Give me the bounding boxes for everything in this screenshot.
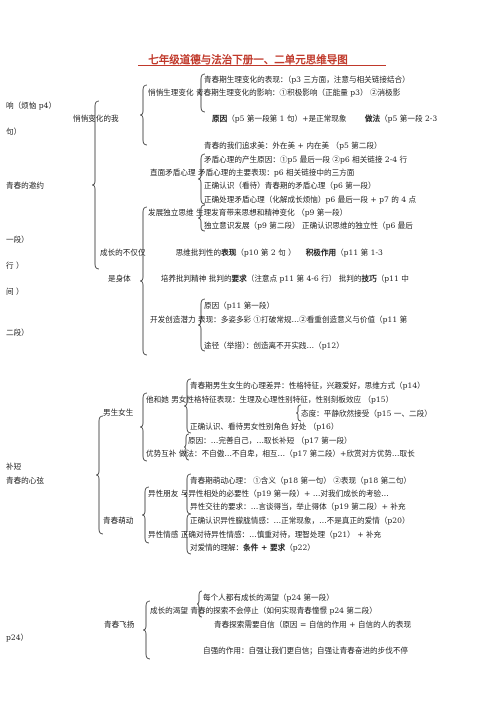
unit2-line-5: 原因：…完善自己，…取长补短 （p17 第一段） — [188, 436, 352, 445]
unit1-line-1: 青春期生理变化的表现：（p3 三方面，注意与相关链接结合） — [204, 75, 410, 84]
unit3-line-5: p24） — [6, 633, 29, 642]
unit1-line-6: 青春的我们追求美：外在美 + 内在美 （p5 第二段） — [204, 141, 382, 150]
brace-gender-roles — [296, 404, 302, 422]
unit1-line-16: 是身体培养批判精神 批判的要求（注意点 p11 第 4-6 行） 批判的技巧（p… — [108, 274, 409, 283]
unit2-line-7: 补短 — [6, 462, 22, 471]
unit2-line-4: 正确认识、看待男女性别角色 好处 （p16） — [190, 422, 339, 431]
unit1-line-12: 独立意识发展（p9 第二段） 正确认识思维的独立性（p6 最后 — [204, 221, 413, 230]
unit1-line-5: 句） — [6, 127, 22, 136]
unit1-line-20: 二段） — [6, 328, 29, 337]
unit2-node-heartstrings: 青春的心弦 — [6, 476, 44, 485]
unit2-line-2: 他和她 男女性格特征表现：生理及心理性别特征，性别刻板效应 （p15） — [146, 395, 394, 404]
brace-desire — [197, 590, 203, 618]
unit1-line-19: 开发创造潜力 表现：多姿多彩 ①打破常规…②看重创造意义与价值（p11 第 — [150, 315, 408, 324]
brace-opposite-friends — [184, 473, 192, 515]
brace-unit2 — [96, 415, 104, 535]
unit1-line-13: 一段） — [6, 235, 29, 244]
brace-physiological — [198, 73, 206, 113]
unit1-line-10: 正确处理矛盾心理（化解成长烦恼）p6 最后一段 + p7 的 4 点 — [204, 195, 417, 204]
unit2-line-12: 异性情感 正确对待异性情感：…慎重对待，理智处理（p21） + 补充 — [148, 530, 382, 539]
brace-complement — [184, 433, 190, 461]
unit2-line-1: 青春期男生女生的心理差异：性格特征，兴趣爱好，思维方式（p14） — [190, 381, 425, 390]
unit3-line-1: 每个人都有成长的渴望（p24 第一段） — [203, 593, 334, 602]
unit1-line-11: 发展独立思维 生理发育带来思想和精神变化 （p9 第一段） — [148, 208, 348, 217]
unit1-line-15: 行 ） — [6, 261, 24, 270]
unit2-line-9: 异性朋友 与异性相处的必要性（p19 第一段）+ …对我们成长的考验… — [148, 489, 389, 498]
unit2-node-boys-girls: 男生女生 — [103, 408, 134, 417]
unit2-line-8: 青春期萌动心理： ①含义（p18 第一句） ②表现（p18 第二句） — [190, 476, 411, 485]
unit3-node-flying: 青春飞扬 — [104, 620, 135, 629]
brace-opposite-feelings — [184, 513, 192, 555]
unit1-node-invitation: 青春的邀约 — [6, 181, 44, 190]
brace-growing — [140, 206, 148, 356]
unit2-line-10: 异性交往的要求：…言谈得当，举止得体（p19 第二段）+ 补充 — [190, 502, 406, 511]
unit3-line-4: 青春探索需要自信（原因 = 自信的作用 + 自信的人的表现 — [214, 620, 412, 629]
unit1-line-14: 成长的不仅仅思维批判性的表现（p10 第 2 句 ）积极作用（p11 第 1-3 — [100, 248, 383, 257]
brace-unit1 — [92, 100, 100, 270]
unit2-line-6: 优势互补 做法：不自傲…不自卑，相互…（p17 第二段）+欣赏对方优势…取长 — [146, 449, 415, 458]
brace-him-her — [184, 378, 192, 434]
unit1-line-8: 直面矛盾心理 矛盾心理的主要表现：p6 相关链接中的三方面 — [150, 168, 355, 177]
title-underline — [138, 65, 386, 66]
unit1-line-17: 间 ） — [6, 287, 24, 296]
brace-changing-me — [140, 84, 148, 146]
unit2-line-11: 正确认识异性朦胧情感：…正常现象，…不是真正的爱情（p20） — [190, 516, 410, 525]
unit1-line-18: 原因（p11 第一段） — [204, 301, 275, 310]
brace-creativity — [198, 298, 206, 352]
unit1-line-21: 途径（举措）：创造离不开实践…（p12） — [204, 341, 344, 350]
unit2-line-13: 对爱情的理解：条件 + 要求（p22） — [190, 543, 315, 552]
unit1-line-7: 矛盾心理的产生原因：①p5 最后一段 ②p6 相关链接 2-4 行 — [204, 155, 408, 164]
unit1-line-4: 原因（p5 第一段第 1 句）+是正常现象 做法（p5 第一段 2-3 — [212, 114, 438, 123]
unit2-node-budding: 青春萌动 — [103, 516, 134, 525]
unit1-line-3: 响（烦恼 p4） — [6, 101, 57, 110]
unit1-line-9: 正确认识（看待）青春期的矛盾心理（p6 第一段） — [204, 181, 376, 190]
brace-boys-girls — [140, 392, 148, 462]
unit3-line-2: 成长的渴望 青春的探索不会停止（如何实现青春憧憬 p24 第二段） — [150, 606, 377, 615]
brace-independent — [198, 204, 206, 232]
unit3-line-6: 自强的作用：自强让我们更自信；自强让青春奋进的步伐不停 — [203, 646, 409, 655]
brace-flying — [143, 600, 151, 660]
page-title: 七年级道德与法治下册一、二单元思维导图 — [148, 54, 348, 66]
unit1-line-2: 悄悄生理变化 青春期生理变化的影响：①积极影响（正能量 p3） ②消极影 — [148, 88, 401, 97]
brace-budding — [142, 486, 150, 544]
unit1-node-changing-me: 悄悄变化的我 — [73, 114, 119, 123]
unit2-line-3: 态度：平静欣然接受（p15 一、二段） — [301, 409, 432, 418]
brace-contradiction — [198, 153, 206, 205]
